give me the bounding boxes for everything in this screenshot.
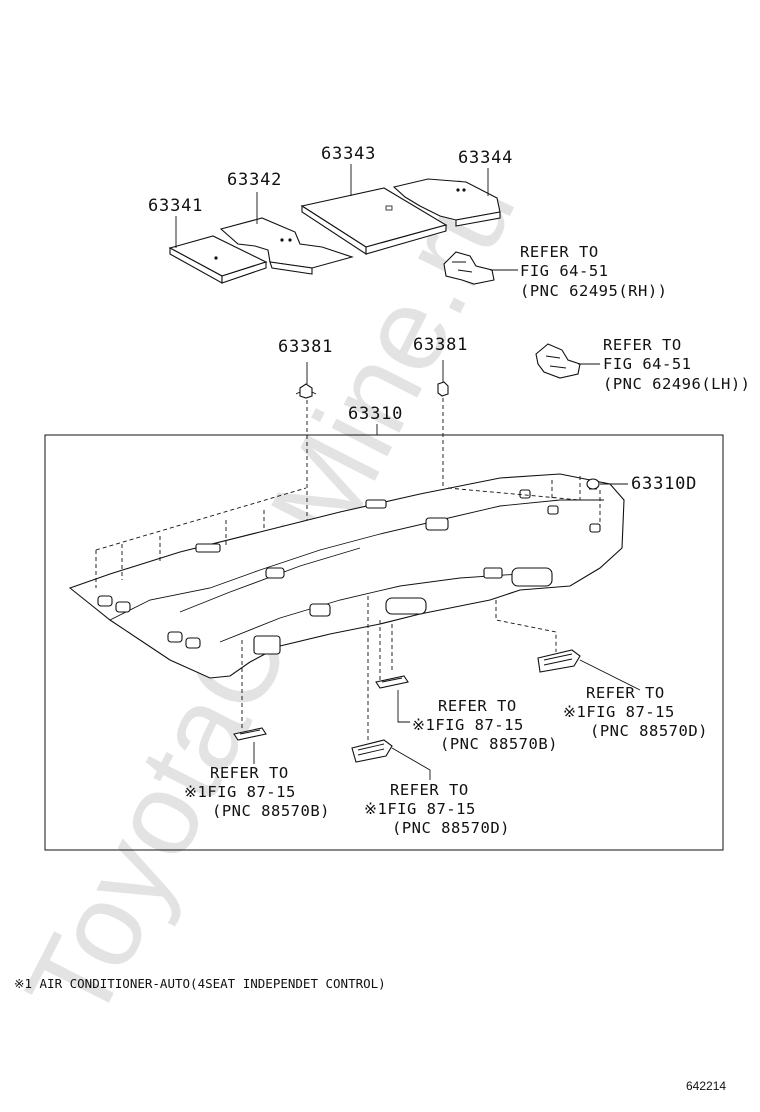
clip-63381-right[interactable] <box>437 381 449 397</box>
vent-register-88570D-bottom[interactable] <box>351 739 393 763</box>
pad-63342[interactable] <box>219 217 354 275</box>
visor-holder-lh[interactable] <box>535 343 581 379</box>
ref-right-d-line2: ※1FIG 87-15 <box>563 703 675 721</box>
ref-bottom-d-line3: (PNC 88570D) <box>392 819 510 837</box>
footnote: ※1 AIR CONDITIONER-AUTO(4SEAT INDEPENDET… <box>14 976 386 991</box>
label-63341: 63341 <box>148 196 203 216</box>
ref-bottom-d-line2: ※1FIG 87-15 <box>364 800 476 818</box>
label-63342: 63342 <box>227 170 282 190</box>
ref-callout-lh: REFER TO FIG 64-51 (PNC 62496(LH)) <box>603 336 750 393</box>
ref-callout-left-b: REFER TO ※1FIG 87-15 (PNC 88570B) <box>184 764 330 820</box>
label-63381-right: 63381 <box>413 335 468 355</box>
ref-left-b-line1: REFER TO <box>210 764 289 782</box>
ref-right-d-line1: REFER TO <box>586 684 665 702</box>
ref-rh-line3: (PNC 62495(RH)) <box>520 282 667 300</box>
ref-callout-mid-b: REFER TO ※1FIG 87-15 (PNC 88570B) <box>412 697 558 753</box>
ref-mid-b-line2: ※1FIG 87-15 <box>412 716 524 734</box>
ref-rh-line2: FIG 64-51 <box>520 262 609 280</box>
label-63310: 63310 <box>348 404 403 424</box>
ref-lh-line3: (PNC 62496(LH)) <box>603 375 750 393</box>
ref-lh-line2: FIG 64-51 <box>603 355 692 373</box>
figure-number: 642214 <box>686 1079 726 1093</box>
ref-left-b-line2: ※1FIG 87-15 <box>184 783 296 801</box>
clip-63310D[interactable] <box>586 478 600 490</box>
ref-left-b-line3: (PNC 88570B) <box>212 802 330 820</box>
ref-lh-line1: REFER TO <box>603 336 682 354</box>
clip-63381-left[interactable] <box>295 383 317 399</box>
label-63344: 63344 <box>458 148 513 168</box>
headliner-63310[interactable] <box>68 473 625 679</box>
ref-callout-bottom-d: REFER TO ※1FIG 87-15 (PNC 88570D) <box>364 781 510 837</box>
pad-63341[interactable] <box>168 235 268 284</box>
vent-register-88570B-left[interactable] <box>233 727 267 741</box>
label-63310D: 63310D <box>631 474 697 494</box>
pad-63344[interactable] <box>392 178 501 227</box>
visor-holder-rh[interactable] <box>443 251 495 285</box>
ref-right-d-line3: (PNC 88570D) <box>590 722 708 740</box>
vent-register-88570B-mid[interactable] <box>375 675 409 689</box>
label-63343: 63343 <box>321 144 376 164</box>
headliner-frame <box>44 434 724 851</box>
ref-mid-b-line3: (PNC 88570B) <box>440 735 558 753</box>
ref-mid-b-line1: REFER TO <box>438 697 517 715</box>
ref-callout-rh: REFER TO FIG 64-51 (PNC 62495(RH)) <box>520 243 667 300</box>
pad-63343[interactable] <box>300 187 448 256</box>
vent-register-88570D-right[interactable] <box>537 649 581 673</box>
ref-callout-right-d: REFER TO ※1FIG 87-15 (PNC 88570D) <box>563 684 708 740</box>
ref-bottom-d-line1: REFER TO <box>390 781 469 799</box>
label-63381-left: 63381 <box>278 337 333 357</box>
ref-rh-line1: REFER TO <box>520 243 599 261</box>
